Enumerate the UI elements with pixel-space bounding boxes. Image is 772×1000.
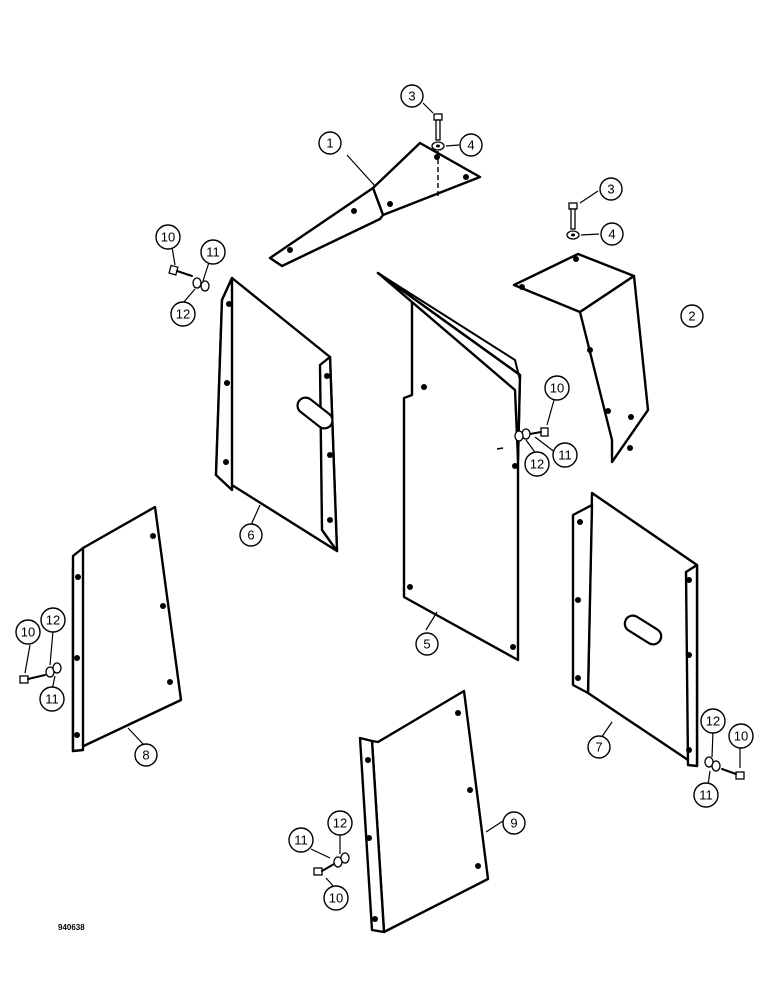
callout-label: 11	[206, 245, 220, 260]
callout-11: 11	[552, 442, 578, 468]
callout-2: 2	[680, 304, 704, 328]
callout-circle	[134, 743, 158, 767]
callout-10: 10	[155, 224, 181, 250]
callout-circle	[155, 224, 181, 250]
callout-12: 12	[327, 810, 353, 836]
callout-circle	[680, 304, 704, 328]
leader-lines	[24, 102, 741, 889]
callout-3: 3	[599, 177, 623, 201]
callout-12: 12	[524, 451, 550, 477]
callout-circle	[288, 827, 314, 853]
hardware-bolts-washers	[19, 113, 745, 876]
callout-9: 9	[502, 811, 526, 835]
callout-4: 4	[600, 222, 624, 246]
callout-label: 11	[294, 833, 308, 848]
part-5-center-panel	[376, 271, 522, 662]
callout-label: 3	[607, 182, 614, 197]
callout-label: 11	[558, 448, 572, 463]
callout-6: 6	[239, 523, 263, 547]
part-9-panel	[358, 689, 490, 934]
callout-4: 4	[459, 133, 483, 157]
callout-circle	[459, 133, 483, 157]
callout-11: 11	[693, 782, 719, 808]
callout-circle	[415, 632, 439, 656]
callout-circle	[318, 131, 342, 155]
callout-label: 1	[326, 136, 333, 151]
callout-label: 11	[699, 788, 713, 803]
callout-label: 10	[161, 230, 175, 245]
callout-circle	[170, 301, 196, 327]
part-7-panel	[571, 491, 699, 768]
callout-label: 10	[21, 625, 35, 640]
callout-10: 10	[15, 619, 41, 645]
callout-label: 4	[467, 138, 474, 153]
callout-circle	[599, 177, 623, 201]
callout-10: 10	[728, 723, 754, 749]
callout-circle	[15, 619, 41, 645]
callout-label: 12	[333, 816, 347, 831]
part-2-cover	[512, 252, 650, 464]
callout-label: 7	[595, 740, 602, 755]
callout-12: 12	[700, 708, 726, 734]
callout-label: 11	[45, 692, 59, 707]
callout-label: 3	[408, 89, 415, 104]
callout-circle	[200, 239, 226, 265]
callout-1: 1	[318, 131, 342, 155]
callout-label: 6	[247, 528, 254, 543]
callout-label: 2	[688, 309, 695, 324]
callout-label: 12	[176, 307, 190, 322]
callout-circle	[544, 375, 570, 401]
panel-6-slot	[296, 396, 334, 430]
callout-11: 11	[39, 686, 65, 712]
callout-7: 7	[587, 735, 611, 759]
callout-circle	[502, 811, 526, 835]
part-1-bracket	[268, 141, 482, 268]
callout-label: 10	[550, 381, 564, 396]
callout-label: 12	[530, 457, 544, 472]
callout-label: 12	[46, 613, 60, 628]
callout-circle	[587, 735, 611, 759]
drawing-code: 940638	[58, 923, 85, 932]
callout-circle	[693, 782, 719, 808]
callout-circle	[700, 708, 726, 734]
callout-3: 3	[400, 84, 424, 108]
callout-label: 8	[142, 748, 149, 763]
callout-10: 10	[323, 885, 349, 911]
callout-circle	[239, 523, 263, 547]
callout-label: 10	[734, 729, 748, 744]
callout-11: 11	[200, 239, 226, 265]
callout-label: 10	[329, 891, 343, 906]
callout-circle	[728, 723, 754, 749]
callout-label: 4	[608, 227, 615, 242]
callout-12: 12	[170, 301, 196, 327]
callout-12: 12	[40, 607, 66, 633]
callout-circle	[40, 607, 66, 633]
callout-10: 10	[544, 375, 570, 401]
callout-circle	[327, 810, 353, 836]
callout-label: 9	[510, 816, 517, 831]
callout-circle	[39, 686, 65, 712]
callout-11: 11	[288, 827, 314, 853]
callout-circle	[323, 885, 349, 911]
callout-group: 1234345678910111210121110121112101111121…	[15, 84, 754, 911]
part-8-panel	[71, 505, 183, 753]
callout-circle	[600, 222, 624, 246]
callout-circle	[524, 451, 550, 477]
part-6-panel	[214, 276, 339, 553]
callout-circle	[552, 442, 578, 468]
callout-label: 12	[706, 714, 720, 729]
panel-7-slot	[623, 614, 663, 646]
callout-circle	[400, 84, 424, 108]
callout-5: 5	[415, 632, 439, 656]
callout-label: 5	[423, 637, 430, 652]
callout-8: 8	[134, 743, 158, 767]
